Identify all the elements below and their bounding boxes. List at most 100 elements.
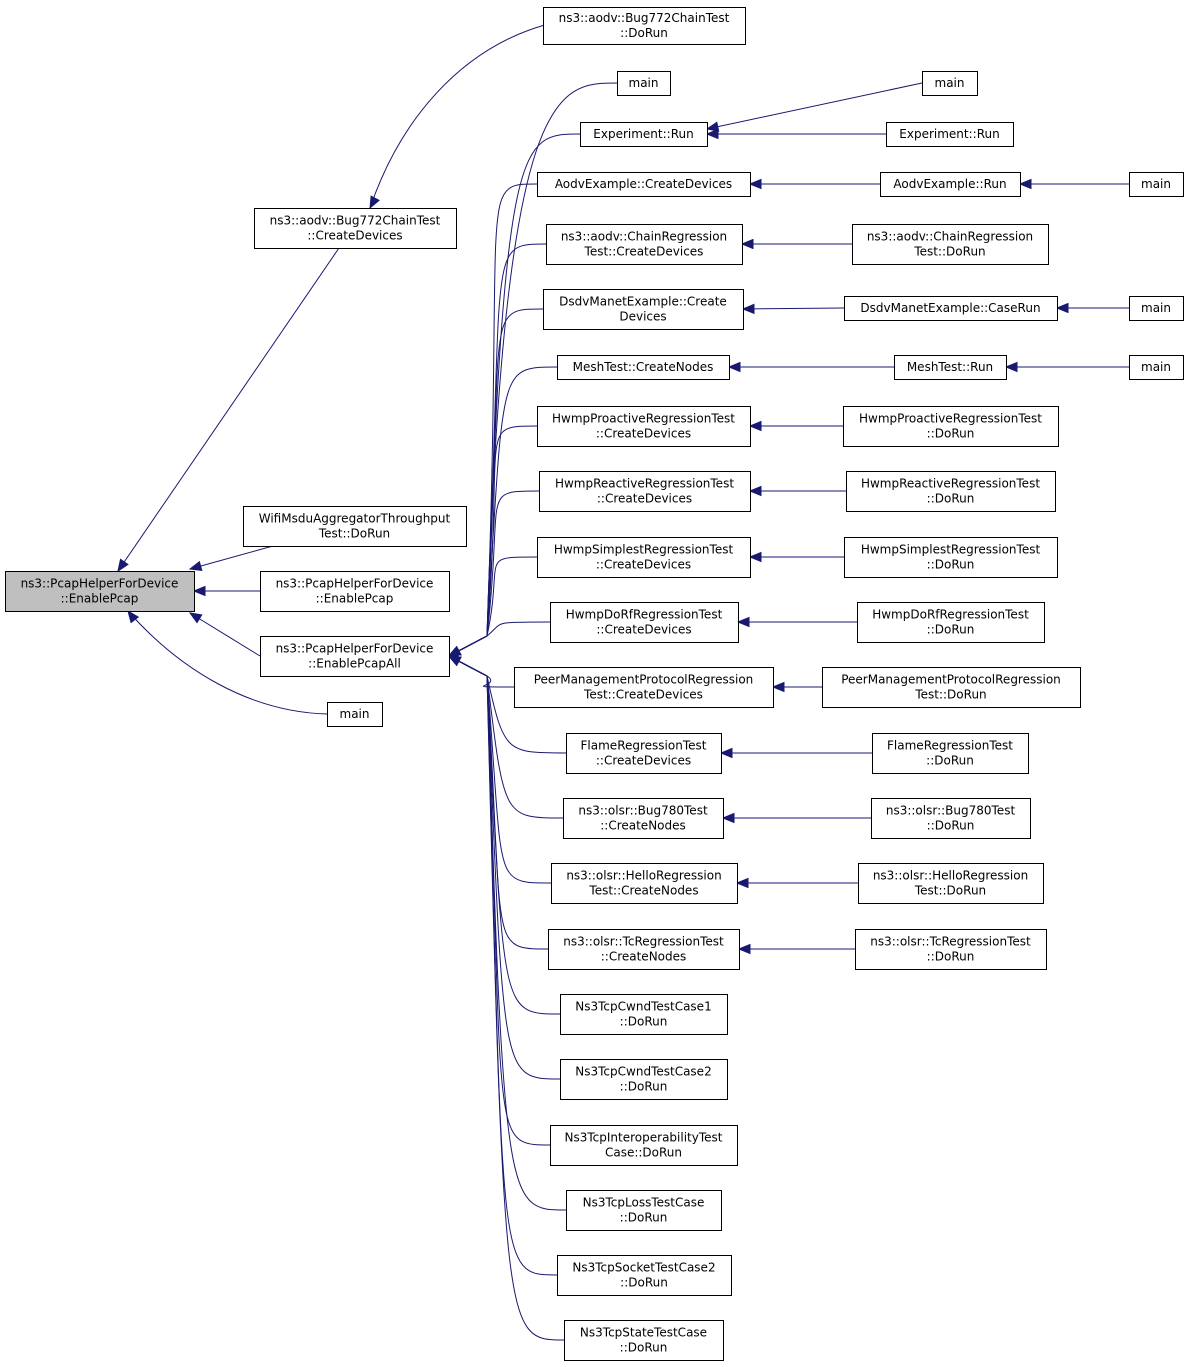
edge-cwnd1-to-enablepcapall (448, 655, 561, 1015)
node-aodv-run[interactable]: AodvExample::Run (880, 172, 1021, 197)
node-dsdv-cd[interactable]: DsdvManetExample::CreateDevices (543, 289, 744, 330)
node-label: ::DoRun (620, 1080, 668, 1094)
edge-aodv-cd-to-enablepcapall (448, 183, 538, 657)
node-box (844, 296, 1058, 321)
node-box (617, 71, 671, 96)
node-enablepcapall[interactable]: ns3::PcapHelperForDevice::EnablePcapAll (260, 636, 450, 677)
node-box (327, 702, 383, 727)
edge-state-to-enablepcapall (448, 655, 565, 1341)
node-root[interactable]: ns3::PcapHelperForDevice::EnablePcap (5, 571, 195, 612)
node-box (557, 1255, 732, 1296)
node-mesh-cn[interactable]: MeshTest::CreateNodes (557, 355, 730, 380)
node-main-mesh[interactable]: main (1129, 355, 1184, 380)
node-label: Case::DoRun (605, 1146, 682, 1160)
node-main-l[interactable]: main (327, 702, 383, 727)
node-label: ns3::olsr::Bug780Test (886, 804, 1016, 818)
node-label: HwmpDoRfRegressionTest (872, 608, 1029, 622)
node-box (5, 571, 195, 612)
node-hwmp-sim-cd[interactable]: HwmpSimplestRegressionTest::CreateDevice… (537, 537, 751, 578)
node-label: FlameRegressionTest (581, 739, 707, 753)
node-olsrtc-dorun[interactable]: ns3::olsr::TcRegressionTest::DoRun (855, 929, 1047, 970)
node-label: MeshTest::Run (907, 360, 993, 374)
node-bug772-dorun[interactable]: ns3::aodv::Bug772ChainTest::DoRun (543, 7, 746, 45)
arrowhead (447, 655, 462, 666)
node-peer-cd[interactable]: PeerManagementProtocolRegressionTest::Cr… (514, 667, 774, 708)
node-label: ns3::aodv::Bug772ChainTest (270, 214, 441, 228)
arrowhead (741, 303, 755, 315)
node-label: Test::DoRun (914, 884, 986, 898)
node-label: ::CreateNodes (601, 950, 687, 964)
node-box (514, 667, 774, 708)
node-label: ns3::PcapHelperForDevice (276, 642, 434, 656)
arrowhead (736, 616, 750, 628)
node-box (1129, 172, 1184, 197)
node-label: ns3::olsr::Bug780Test (578, 804, 708, 818)
node-box (886, 122, 1014, 147)
node-label: ::DoRun (620, 1341, 668, 1355)
node-label: main (629, 76, 659, 90)
node-state[interactable]: Ns3TcpStateTestCase::DoRun (564, 1320, 724, 1361)
node-label: Experiment::Run (899, 127, 999, 141)
node-olsrtc-cn[interactable]: ns3::olsr::TcRegressionTest::CreateNodes (548, 929, 740, 970)
edge-hwmp-sim-cd-to-enablepcapall (448, 556, 538, 657)
edge-peer-cd-to-enablepcapall (448, 655, 515, 688)
node-label: ::CreateDevices (597, 492, 692, 506)
node-mesh-run[interactable]: MeshTest::Run (894, 355, 1007, 380)
edge-hwmp-dorf-cd-to-enablepcapall (448, 621, 551, 657)
node-flame-dorun[interactable]: FlameRegressionTest::DoRun (872, 733, 1029, 774)
node-main-top[interactable]: main (617, 71, 671, 96)
node-chain-cd[interactable]: ns3::aodv::ChainRegressionTest::CreateDe… (546, 224, 743, 265)
node-label: ::DoRun (927, 558, 975, 572)
node-box (537, 406, 751, 447)
node-main-aodv[interactable]: main (1129, 172, 1184, 197)
node-label: Test::DoRun (914, 688, 986, 702)
arrowhead (719, 747, 733, 759)
node-dsdv-caserun[interactable]: DsdvManetExample::CaseRun (844, 296, 1058, 321)
node-label: ns3::PcapHelperForDevice (21, 577, 179, 591)
node-main-exp[interactable]: main (922, 71, 978, 96)
node-socket2[interactable]: Ns3TcpSocketTestCase2::DoRun (557, 1255, 732, 1296)
node-label: ns3::olsr::TcRegressionTest (563, 935, 724, 949)
node-hwmp-sim-dorun[interactable]: HwmpSimplestRegressionTest::DoRun (844, 537, 1058, 578)
node-box (566, 1190, 722, 1231)
node-loss[interactable]: Ns3TcpLossTestCase::DoRun (566, 1190, 722, 1231)
node-label: HwmpReactiveRegressionTest (861, 477, 1040, 491)
node-box (564, 1320, 724, 1361)
node-hwmp-pro-dorun[interactable]: HwmpProactiveRegressionTest::DoRun (843, 406, 1059, 447)
edge-dsdv-caserun-to-dsdv-cd (742, 307, 845, 310)
node-main-dsdv[interactable]: main (1129, 296, 1184, 321)
node-hwmp-dorf-cd[interactable]: HwmpDoRfRegressionTest::CreateDevices (550, 602, 739, 643)
edge-wifimsdu-to-root (189, 545, 274, 570)
node-label: main (340, 707, 370, 721)
node-label: Ns3TcpCwndTestCase1 (575, 1000, 711, 1014)
node-aodv-cd[interactable]: AodvExample::CreateDevices (537, 172, 751, 197)
node-olsrhello-cn[interactable]: ns3::olsr::HelloRegressionTest::CreateNo… (551, 863, 738, 904)
node-exp-run[interactable]: Experiment::Run (580, 122, 708, 147)
node-cwnd1[interactable]: Ns3TcpCwndTestCase1::DoRun (560, 994, 728, 1035)
node-enablepcap2[interactable]: ns3::PcapHelperForDevice::EnablePcap (260, 571, 450, 612)
node-flame-cd[interactable]: FlameRegressionTest::CreateDevices (566, 733, 722, 774)
node-hwmp-rea-dorun[interactable]: HwmpReactiveRegressionTest::DoRun (846, 471, 1056, 512)
node-olsr780-dorun[interactable]: ns3::olsr::Bug780Test::DoRun (871, 798, 1031, 839)
node-olsr780-cn[interactable]: ns3::olsr::Bug780Test::CreateNodes (563, 798, 724, 839)
node-bug772-cd[interactable]: ns3::aodv::Bug772ChainTest::CreateDevice… (254, 208, 457, 249)
node-label: ns3::aodv::ChainRegression (867, 230, 1033, 244)
node-hwmp-rea-cd[interactable]: HwmpReactiveRegressionTest::CreateDevice… (539, 471, 751, 512)
node-box (550, 1125, 738, 1166)
node-peer-dorun[interactable]: PeerManagementProtocolRegressionTest::Do… (822, 667, 1081, 708)
edge-loss-to-enablepcapall (448, 655, 567, 1211)
node-label: ns3::olsr::HelloRegression (873, 869, 1028, 883)
node-hwmp-dorf-dorun[interactable]: HwmpDoRfRegressionTest::DoRun (857, 602, 1045, 643)
node-cwnd2[interactable]: Ns3TcpCwndTestCase2::DoRun (560, 1059, 728, 1100)
node-hwmp-pro-cd[interactable]: HwmpProactiveRegressionTest::CreateDevic… (537, 406, 751, 447)
node-box (1129, 355, 1184, 380)
arrowhead (740, 238, 754, 250)
node-exp-run2[interactable]: Experiment::Run (886, 122, 1014, 147)
arrowhead (727, 361, 741, 373)
node-box (855, 929, 1047, 970)
